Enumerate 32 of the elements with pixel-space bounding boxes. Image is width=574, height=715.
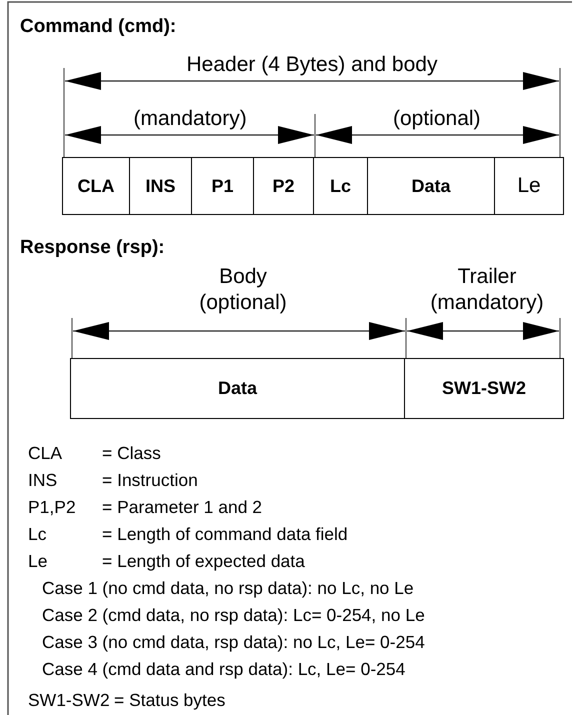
section-heading: Response (rsp):	[20, 238, 165, 258]
definition-text: = Status bytes	[114, 690, 226, 710]
section-heading: Command (cmd):	[20, 17, 176, 37]
case-note: Case 2 (cmd data, no rsp data): Lc= 0-254, no Le	[42, 605, 425, 625]
field-cell: Data	[367, 157, 495, 215]
abbreviation: P1,P2	[28, 497, 76, 517]
case-note: Case 1 (no cmd data, no rsp data): no Lc, no Le	[42, 578, 414, 598]
definition-text: = Class	[102, 443, 161, 463]
field-cell: P1	[191, 157, 254, 215]
abbreviation: SW1-SW2	[28, 690, 110, 710]
dimension-label: Trailer (mandatory)	[429, 264, 545, 316]
abbreviation: Lc	[28, 524, 46, 544]
field-cell: P2	[253, 157, 314, 215]
field-cell: Le	[494, 157, 564, 215]
dimension-label: (optional)	[393, 106, 481, 132]
definition-text: = Length of command data field	[102, 524, 348, 544]
definition-text: = Instruction	[102, 470, 198, 490]
field-cell: Lc	[313, 157, 368, 215]
dimension-label: (mandatory)	[134, 106, 247, 132]
abbreviation: CLA	[28, 443, 62, 463]
dimension-label: Header (4 Bytes) and body	[186, 52, 438, 78]
abbreviation: INS	[28, 470, 58, 490]
field-cell: CLA	[62, 157, 130, 215]
abbreviation: Le	[28, 551, 48, 571]
case-note: Case 4 (cmd data and rsp data): Lc, Le= 0-254	[42, 659, 406, 679]
definition-text: = Length of expected data	[102, 551, 305, 571]
field-cell: INS	[129, 157, 192, 215]
field-cell: Data	[70, 358, 405, 419]
definition-text: = Parameter 1 and 2	[102, 497, 262, 517]
field-cell: SW1-SW2	[404, 358, 564, 419]
dimension-label: Body (optional)	[198, 264, 288, 316]
case-note: Case 3 (no cmd data, rsp data): no Lc, Le= 0-254	[42, 632, 425, 652]
